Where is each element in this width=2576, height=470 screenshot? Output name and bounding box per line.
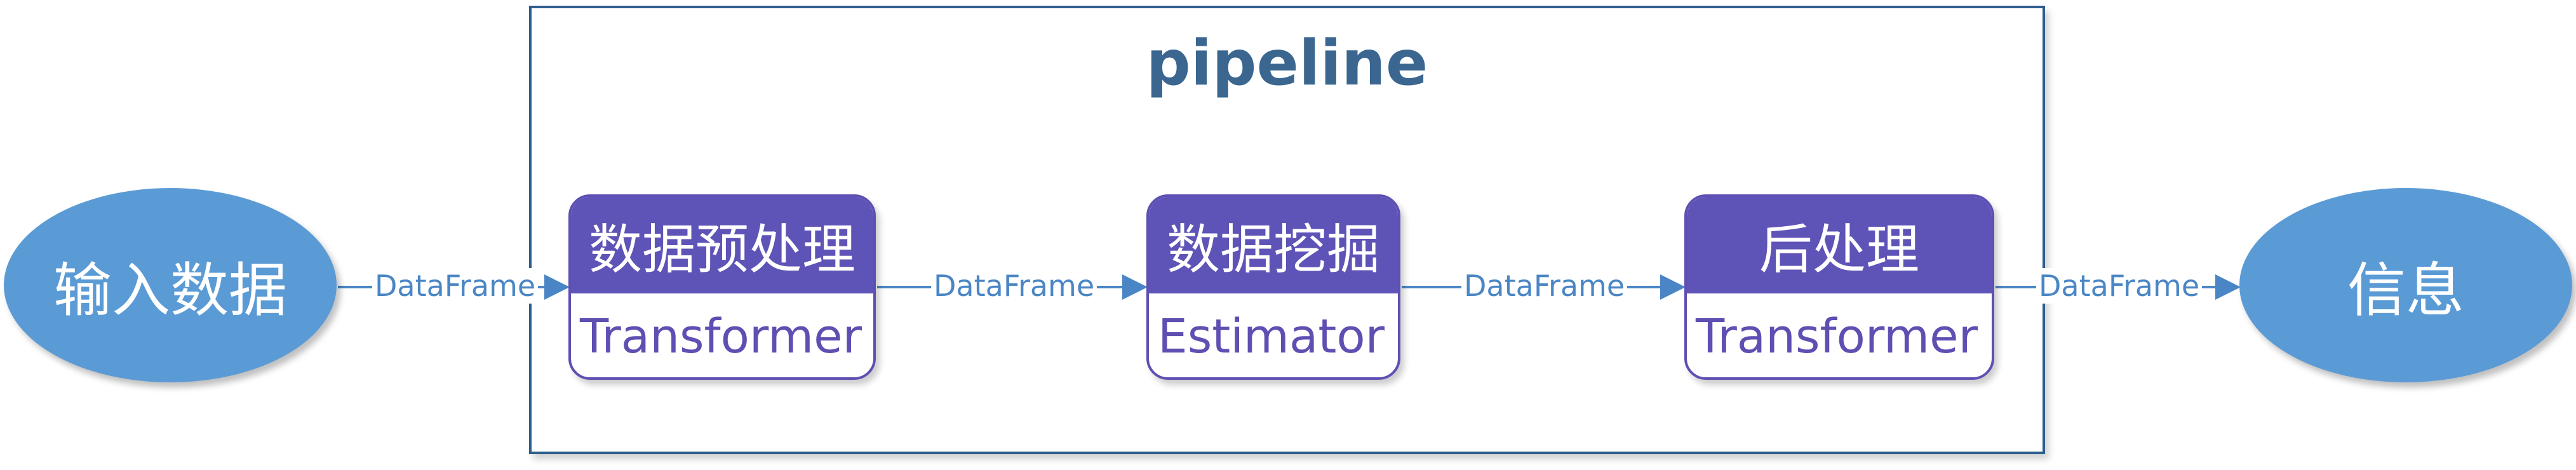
stage-role: Transformer [1696, 309, 1978, 364]
stage-role: Estimator [1158, 309, 1385, 364]
stage-postprocessing: 后处理 Transformer [1684, 194, 1994, 380]
information-node: 信息 [2239, 188, 2572, 382]
stage-preprocessing: 数据预处理 Transformer [568, 194, 876, 380]
stage-data-mining: 数据挖掘 Estimator [1146, 194, 1400, 380]
edge-label: DataFrame [1461, 268, 1628, 304]
stage-title: 数据挖掘 [1149, 197, 1398, 296]
input-data-node: 输入数据 [4, 188, 337, 382]
stage-title: 后处理 [1687, 197, 1992, 296]
edge-label: DataFrame [931, 268, 1097, 304]
input-data-label: 输入数据 [53, 256, 287, 325]
stage-role: Transformer [580, 309, 862, 364]
pipeline-title: pipeline [1146, 27, 1428, 100]
edge-label: DataFrame [372, 268, 539, 304]
information-label: 信息 [2347, 256, 2464, 325]
stage-title: 数据预处理 [571, 197, 873, 296]
edge-label: DataFrame [2036, 268, 2203, 304]
